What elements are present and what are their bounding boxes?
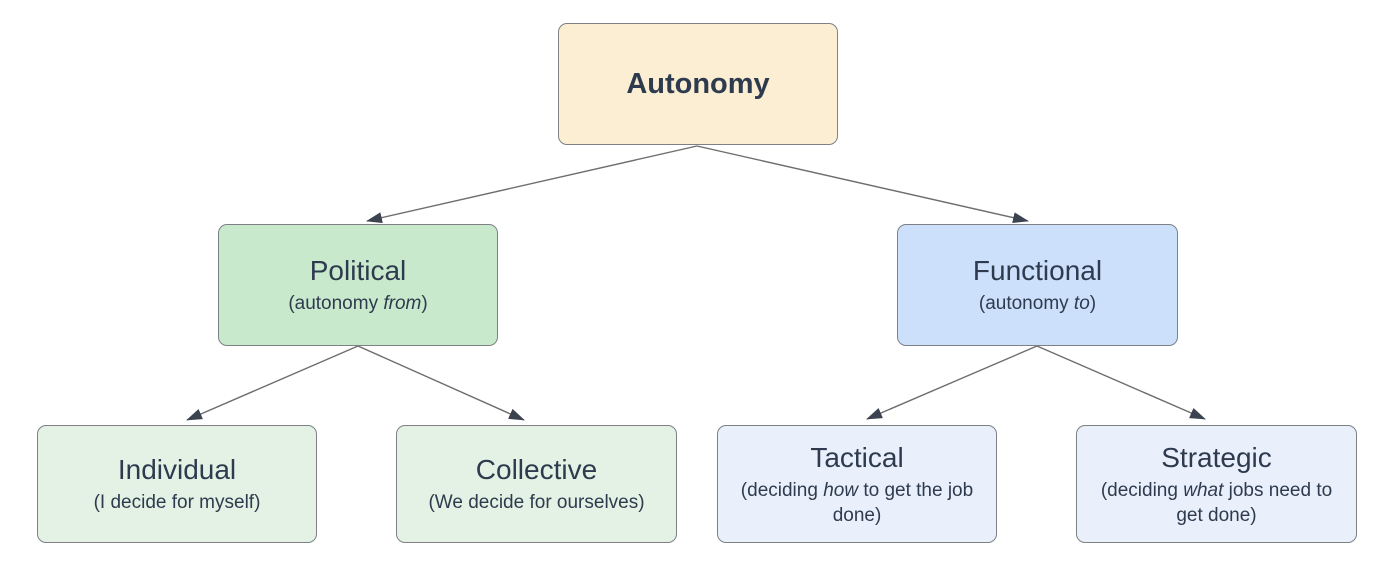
node-individual: Individual (I decide for myself) [37,425,317,543]
node-subtitle: (autonomy to) [961,291,1114,316]
edge-autonomy-functional [696,145,1029,224]
node-title: Political [309,255,407,286]
edge-political-individual [186,345,359,421]
subtitle-prefix: (We decide for ourselves) [428,492,645,513]
node-title: Collective [475,454,598,485]
subtitle-italic: from [383,293,422,314]
node-collective: Collective (We decide for ourselves) [396,425,677,543]
node-subtitle: (I decide for myself) [76,490,279,515]
node-title: Individual [117,454,237,485]
edge-political-collective [357,345,525,421]
node-tactical: Tactical (deciding how to get the job do… [717,425,997,543]
subtitle-suffix: to get the job done) [832,479,974,526]
node-subtitle: (We decide for ourselves) [410,490,662,515]
node-functional: Functional (autonomy to) [897,224,1178,346]
subtitle-prefix: (deciding [740,479,824,501]
node-subtitle: (deciding what jobs need to get done) [1077,478,1356,528]
subtitle-suffix: ) [1089,293,1097,314]
edge-functional-tactical [866,345,1038,420]
node-subtitle: (deciding how to get the job done) [718,478,996,528]
node-subtitle: (autonomy from) [270,291,445,316]
subtitle-suffix: jobs need to get done) [1176,479,1333,526]
node-title: Strategic [1161,441,1272,473]
subtitle-prefix: (deciding [1100,479,1184,501]
node-autonomy: Autonomy [558,23,838,145]
subtitle-prefix: (I decide for myself) [93,492,261,513]
node-title: Autonomy [626,68,770,100]
subtitle-prefix: (autonomy [978,293,1074,314]
node-title: Tactical [810,441,904,473]
node-strategic: Strategic (deciding what jobs need to ge… [1076,425,1357,543]
subtitle-prefix: (autonomy [288,293,384,314]
subtitle-italic: what [1183,479,1224,501]
node-political: Political (autonomy from) [218,224,498,346]
node-title: Functional [972,255,1103,286]
subtitle-suffix: ) [421,293,428,314]
subtitle-italic: how [823,479,859,501]
edge-autonomy-political [366,145,698,224]
subtitle-italic: to [1073,293,1090,314]
edge-functional-strategic [1036,345,1206,420]
